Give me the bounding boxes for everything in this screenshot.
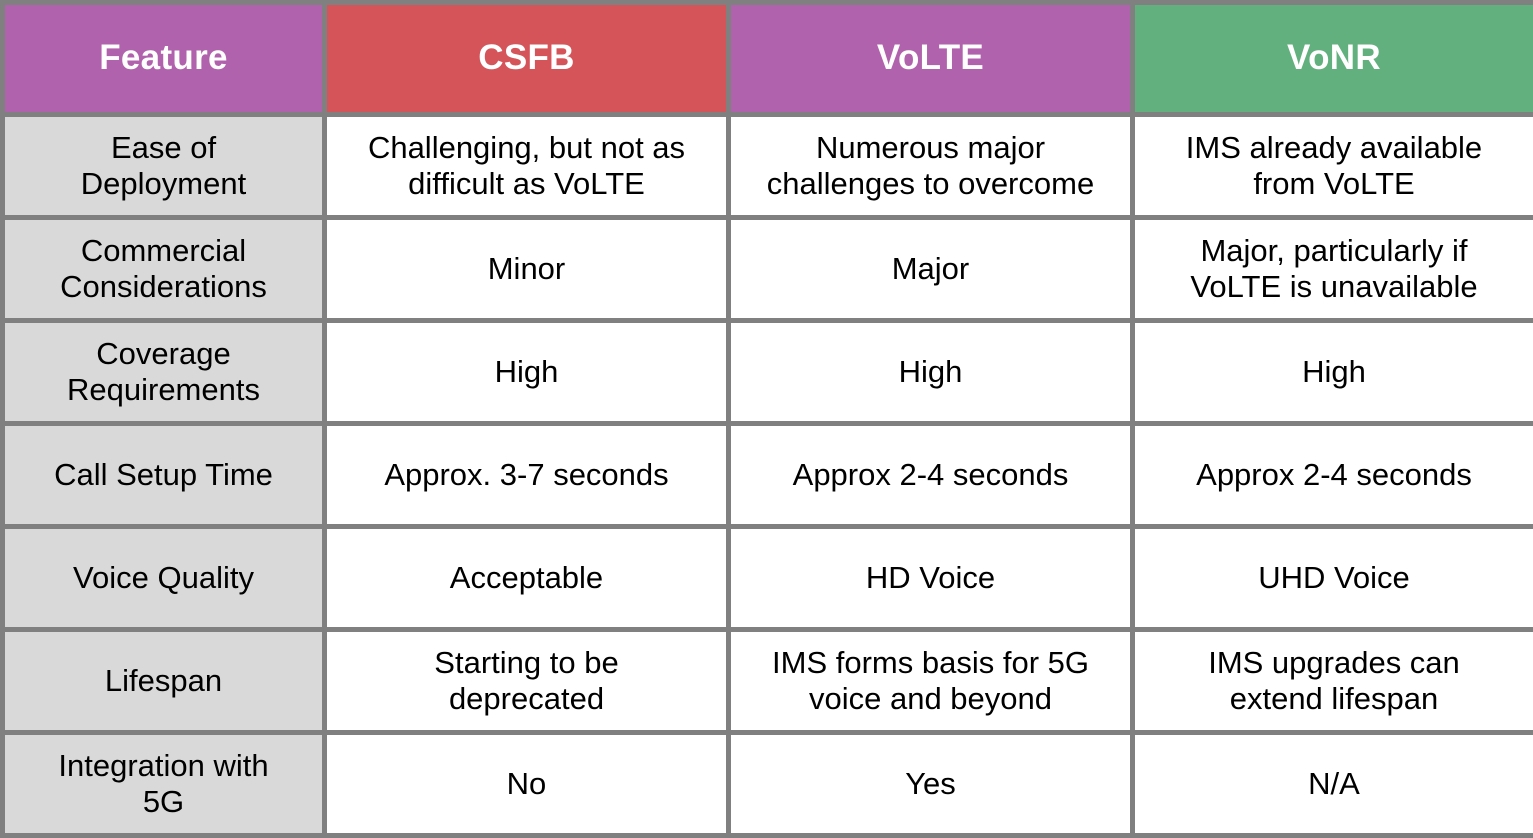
cell-volte-coverage-requirements: High bbox=[729, 321, 1133, 424]
row-feature-commercial-considerations: Commercial Considerations bbox=[3, 218, 325, 321]
column-header-csfb: CSFB bbox=[325, 3, 729, 115]
table-row: Coverage Requirements High High High bbox=[3, 321, 1533, 424]
cell-csfb-coverage-requirements: High bbox=[325, 321, 729, 424]
table-row: Integration with 5G No Yes N/A bbox=[3, 733, 1533, 836]
row-feature-integration-with-5g: Integration with 5G bbox=[3, 733, 325, 836]
cell-volte-commercial-considerations: Major bbox=[729, 218, 1133, 321]
cell-vonr-ease-of-deployment: IMS already available from VoLTE bbox=[1133, 115, 1533, 218]
table-header-row: Feature CSFB VoLTE VoNR bbox=[3, 3, 1533, 115]
cell-vonr-commercial-considerations: Major, particularly if VoLTE is unavaila… bbox=[1133, 218, 1533, 321]
row-feature-voice-quality: Voice Quality bbox=[3, 527, 325, 630]
column-header-feature-label: Feature bbox=[13, 38, 314, 79]
row-feature-ease-of-deployment: Ease of Deployment bbox=[3, 115, 325, 218]
table-row: Voice Quality Acceptable HD Voice UHD Vo… bbox=[3, 527, 1533, 630]
cell-csfb-voice-quality: Acceptable bbox=[325, 527, 729, 630]
row-feature-lifespan: Lifespan bbox=[3, 630, 325, 733]
cell-vonr-voice-quality: UHD Voice bbox=[1133, 527, 1533, 630]
table-row: Commercial Considerations Minor Major Ma… bbox=[3, 218, 1533, 321]
table-row: Call Setup Time Approx. 3-7 seconds Appr… bbox=[3, 424, 1533, 527]
cell-csfb-ease-of-deployment: Challenging, but not as difficult as VoL… bbox=[325, 115, 729, 218]
cell-volte-lifespan: IMS forms basis for 5G voice and beyond bbox=[729, 630, 1133, 733]
column-header-vonr: VoNR bbox=[1133, 3, 1533, 115]
row-feature-coverage-requirements: Coverage Requirements bbox=[3, 321, 325, 424]
table-row: Lifespan Starting to be deprecated IMS f… bbox=[3, 630, 1533, 733]
column-header-vonr-label: VoNR bbox=[1143, 38, 1525, 79]
column-header-feature: Feature bbox=[3, 3, 325, 115]
cell-csfb-commercial-considerations: Minor bbox=[325, 218, 729, 321]
column-header-volte: VoLTE bbox=[729, 3, 1133, 115]
column-header-volte-label: VoLTE bbox=[739, 38, 1122, 79]
table-row: Ease of Deployment Challenging, but not … bbox=[3, 115, 1533, 218]
cell-csfb-call-setup-time: Approx. 3-7 seconds bbox=[325, 424, 729, 527]
cell-vonr-call-setup-time: Approx 2-4 seconds bbox=[1133, 424, 1533, 527]
cell-volte-ease-of-deployment: Numerous major challenges to overcome bbox=[729, 115, 1133, 218]
cell-vonr-coverage-requirements: High bbox=[1133, 321, 1533, 424]
table-header: Feature CSFB VoLTE VoNR bbox=[3, 3, 1533, 115]
cell-csfb-lifespan: Starting to be deprecated bbox=[325, 630, 729, 733]
cell-volte-integration-with-5g: Yes bbox=[729, 733, 1133, 836]
column-header-csfb-label: CSFB bbox=[335, 38, 718, 79]
cell-csfb-integration-with-5g: No bbox=[325, 733, 729, 836]
cell-vonr-integration-with-5g: N/A bbox=[1133, 733, 1533, 836]
row-feature-call-setup-time: Call Setup Time bbox=[3, 424, 325, 527]
cell-vonr-lifespan: IMS upgrades can extend lifespan bbox=[1133, 630, 1533, 733]
table-body: Ease of Deployment Challenging, but not … bbox=[3, 115, 1533, 836]
cell-volte-voice-quality: HD Voice bbox=[729, 527, 1133, 630]
cell-volte-call-setup-time: Approx 2-4 seconds bbox=[729, 424, 1133, 527]
